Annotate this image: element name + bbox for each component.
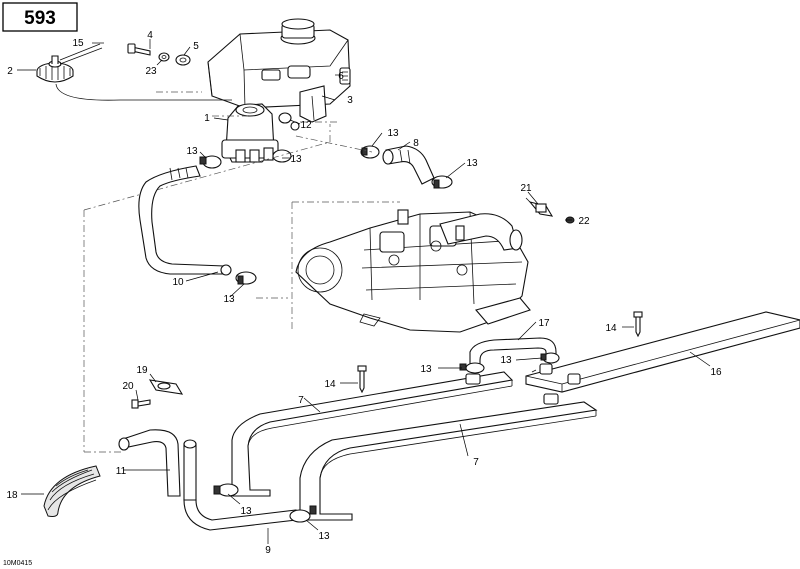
leader-lines — [17, 39, 711, 544]
screw — [357, 365, 367, 394]
diagram-number-badge: 593 — [2, 2, 78, 32]
callout-22: 22 — [578, 216, 590, 227]
callout-14: 14 — [324, 379, 336, 390]
nut — [175, 54, 191, 66]
hose-clamp — [199, 155, 222, 169]
hose-clamp — [213, 483, 239, 497]
callout-23: 23 — [145, 66, 157, 77]
callout-13: 13 — [223, 294, 235, 305]
hose-clamp — [431, 175, 453, 189]
image-reference: 10M0415 — [3, 560, 32, 567]
callout-3: 3 — [347, 95, 353, 106]
callout-14: 14 — [605, 323, 617, 334]
hose-connector — [469, 337, 557, 367]
callout-5: 5 — [193, 41, 199, 52]
callout-13: 13 — [387, 128, 399, 139]
callout-13: 13 — [186, 146, 198, 157]
mounting-bracket — [148, 379, 184, 395]
callout-12: 12 — [300, 120, 312, 131]
temperature-sensor — [525, 197, 554, 217]
callout-16: 16 — [710, 367, 722, 378]
callout-labels: 2 15 4 5 23 6 3 1 12 13 13 13 8 13 21 22… — [6, 30, 722, 556]
callout-7: 7 — [298, 395, 304, 406]
hose-clamp — [459, 362, 485, 374]
callout-13: 13 — [318, 531, 330, 542]
screw — [127, 43, 151, 56]
callout-6: 6 — [338, 71, 344, 82]
hose-lower-left — [118, 429, 197, 501]
connection-lines — [83, 91, 400, 453]
hose-protector — [43, 465, 101, 517]
hose-clamp — [235, 271, 257, 285]
hose-clamp — [360, 145, 380, 159]
callout-13: 13 — [240, 506, 252, 517]
hose-upper — [138, 165, 232, 276]
hose-clamp — [540, 352, 560, 364]
heat-exchanger — [231, 371, 514, 497]
callout-9: 9 — [265, 545, 271, 556]
bracket — [299, 85, 327, 123]
coolant-reservoir — [207, 18, 351, 109]
callout-19: 19 — [136, 365, 148, 376]
engine-block — [295, 209, 531, 333]
callout-13: 13 — [466, 158, 478, 169]
hose-clamp — [272, 149, 292, 163]
hose-clamp — [289, 505, 317, 523]
outlet-housing — [221, 103, 279, 163]
callout-7: 7 — [473, 457, 479, 468]
hose-elbow — [382, 145, 435, 185]
callout-8: 8 — [413, 138, 419, 149]
callout-17: 17 — [538, 318, 550, 329]
screw — [131, 399, 151, 409]
heat-exchanger — [525, 311, 800, 393]
diagram-number: 593 — [24, 8, 56, 29]
callout-1: 1 — [204, 113, 210, 124]
overflow-hose — [55, 43, 232, 101]
callout-4: 4 — [147, 30, 153, 41]
callout-15: 15 — [72, 38, 84, 49]
callout-11: 11 — [116, 466, 127, 477]
drain-plug — [278, 112, 300, 131]
callout-13: 13 — [420, 364, 432, 375]
callout-21: 21 — [520, 183, 532, 194]
callout-20: 20 — [122, 381, 134, 392]
callout-2: 2 — [7, 66, 13, 77]
screw — [633, 311, 643, 338]
callout-13: 13 — [290, 154, 302, 165]
pressure-cap — [36, 55, 74, 83]
clip — [339, 67, 351, 85]
washer — [158, 52, 170, 62]
callout-10: 10 — [172, 277, 184, 288]
callout-18: 18 — [6, 490, 18, 501]
heat-exchanger — [299, 393, 598, 521]
callout-13: 13 — [500, 355, 512, 366]
